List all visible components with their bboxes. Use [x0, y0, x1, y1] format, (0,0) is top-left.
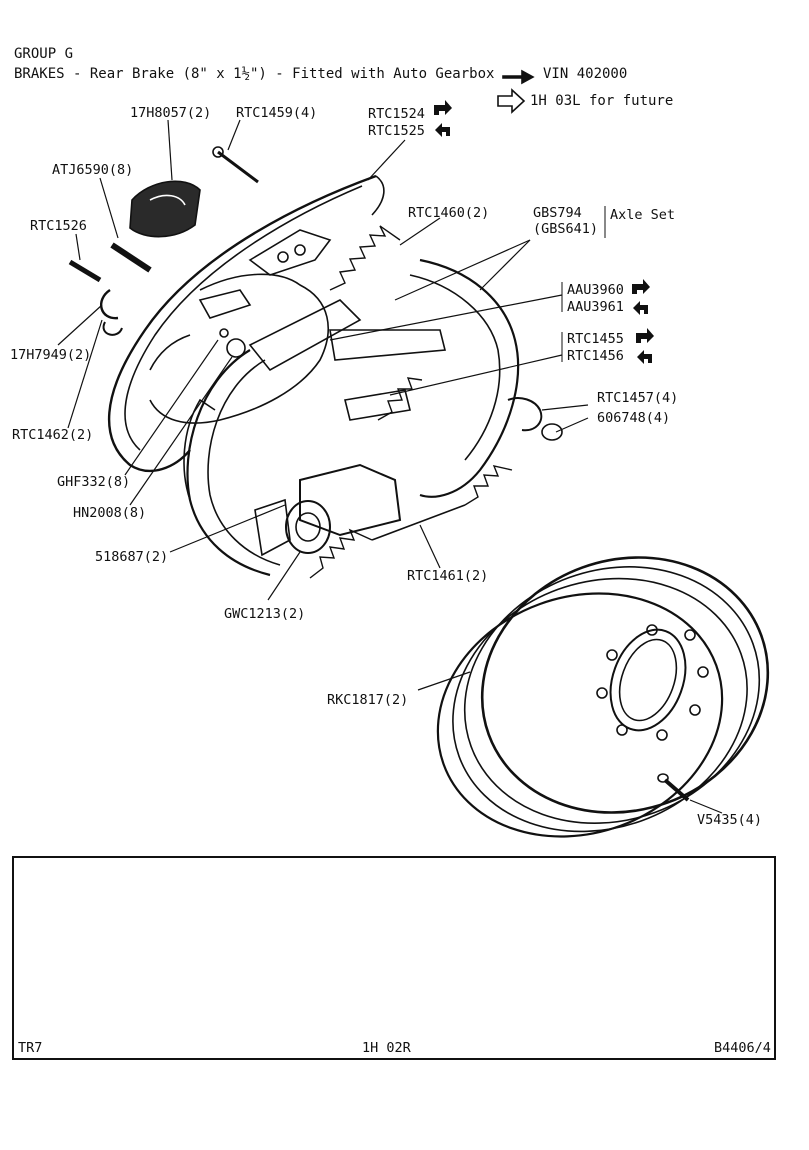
- part-label: RTC1525: [368, 123, 425, 139]
- part-label: RTC1455: [567, 331, 624, 347]
- outline-arrow-icon: [497, 88, 526, 114]
- page-number: 1H 02R: [362, 1040, 411, 1056]
- part-label: RTC1456: [567, 348, 624, 364]
- part-label: RTC1524: [368, 106, 425, 122]
- part-label: 17H8057(2): [130, 105, 212, 121]
- part-label: RTC1460(2): [408, 205, 490, 221]
- wheel-cylinder: [254, 463, 402, 557]
- part-label: GWC1213(2): [224, 606, 306, 622]
- part-label: 17H7949(2): [10, 347, 92, 363]
- part-label: (GBS641): [533, 221, 599, 237]
- axle-set-label: Axle Set: [610, 207, 676, 223]
- part-label: HN2008(8): [73, 505, 147, 521]
- small-parts: [68, 146, 259, 358]
- rh-arrow-icon: [636, 328, 654, 343]
- lh-arrow-icon: [633, 301, 648, 315]
- model-label: TR7: [18, 1040, 43, 1056]
- vin-label: VIN 402000: [543, 66, 628, 82]
- future-reference: 1H 03L for future: [530, 93, 674, 109]
- part-label: 518687(2): [95, 549, 169, 565]
- part-label: RTC1462(2): [12, 427, 94, 443]
- page-title: BRAKES - Rear Brake (8" x 1½") - Fitted …: [14, 66, 495, 82]
- part-label: RKC1817(2): [327, 692, 409, 708]
- part-label: RTC1461(2): [407, 568, 489, 584]
- lh-arrow-icon: [435, 123, 450, 137]
- lh-arrow-icon: [637, 350, 652, 364]
- group-label: GROUP G: [14, 46, 74, 62]
- hand-arrows: [434, 100, 654, 364]
- part-label: GHF332(8): [57, 474, 131, 490]
- part-label: GBS794: [533, 205, 582, 221]
- part-label: AAU3961: [567, 299, 624, 315]
- rh-arrow-icon: [434, 100, 452, 115]
- brake-shoes: [183, 258, 520, 577]
- part-label: ATJ6590(8): [52, 162, 134, 178]
- part-label: AAU3960: [567, 282, 624, 298]
- part-label: RTC1526: [30, 218, 87, 234]
- footer-frame: [12, 856, 776, 1060]
- solid-arrow-icon: [502, 69, 535, 85]
- part-label: RTC1459(4): [236, 105, 318, 121]
- part-label: 606748(4): [597, 410, 671, 426]
- springs: [309, 225, 563, 579]
- reference-code: B4406/4: [714, 1040, 771, 1056]
- brake-drum: [436, 556, 770, 838]
- leader-lines: [57, 119, 723, 814]
- part-label: V5435(4): [697, 812, 763, 828]
- rh-arrow-icon: [632, 279, 650, 294]
- part-label: RTC1457(4): [597, 390, 679, 406]
